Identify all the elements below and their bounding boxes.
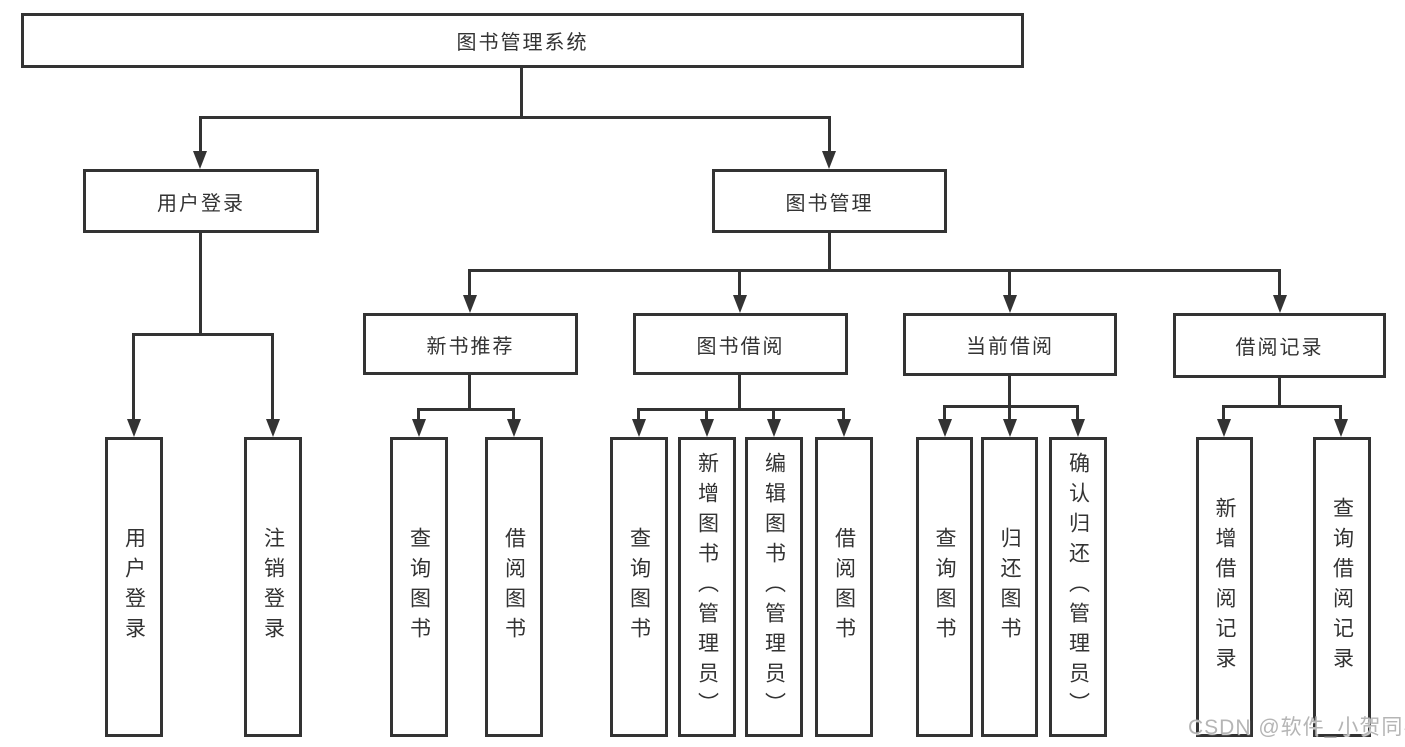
arrow-down-icon xyxy=(1071,419,1085,437)
leaf-label: 借阅图书 xyxy=(832,527,856,647)
leaf-label: 归还图书 xyxy=(998,527,1021,647)
connector-v xyxy=(772,408,775,420)
leaf-label: 新增图书（管理员） xyxy=(695,452,719,722)
connector-v xyxy=(943,405,946,420)
connector-v xyxy=(828,116,831,153)
arrow-down-icon xyxy=(507,419,521,437)
arrow-down-icon xyxy=(1334,419,1348,437)
node-user-login: 用户登录 xyxy=(83,169,319,233)
connector-v xyxy=(1278,269,1281,296)
node-label: 图书管理系统 xyxy=(456,32,589,54)
node-label: 借阅记录 xyxy=(1235,337,1324,359)
leaf-query-borrow-record: 查询借阅记录 xyxy=(1313,437,1371,737)
leaf-borrow-books: 借阅图书 xyxy=(815,437,873,737)
leaf-query-books: 查询图书 xyxy=(390,437,448,737)
leaf-logout: 注销登录 xyxy=(244,437,302,737)
connector-v xyxy=(842,408,845,420)
connector-v xyxy=(132,333,135,419)
connector-h xyxy=(468,269,1281,272)
connector-v xyxy=(705,408,708,420)
arrow-down-icon xyxy=(127,419,141,437)
connector-v xyxy=(468,269,471,296)
node-borrowing-records: 借阅记录 xyxy=(1173,313,1386,378)
arrow-down-icon xyxy=(412,419,426,437)
arrow-down-icon xyxy=(1003,295,1017,313)
connector-h xyxy=(132,333,274,336)
arrow-down-icon xyxy=(767,419,781,437)
leaf-label: 查询借阅记录 xyxy=(1330,497,1354,677)
leaf-label: 新增借阅记录 xyxy=(1213,497,1236,677)
connector-v xyxy=(271,333,274,419)
node-book-borrowing: 图书借阅 xyxy=(633,313,848,375)
connector-h xyxy=(637,408,845,411)
node-label: 新书推荐 xyxy=(426,335,515,358)
node-book-management: 图书管理 xyxy=(712,169,947,233)
connector-v xyxy=(199,116,202,153)
connector-v xyxy=(417,408,420,420)
connector-v xyxy=(520,66,523,118)
arrow-down-icon xyxy=(1273,295,1287,313)
connector-v xyxy=(637,408,640,420)
arrow-down-icon xyxy=(1003,419,1017,437)
arrow-down-icon xyxy=(632,419,646,437)
connector-h xyxy=(1222,405,1342,408)
connector-v xyxy=(828,233,831,272)
node-label: 用户登录 xyxy=(157,192,245,215)
connector-v xyxy=(468,375,471,411)
node-current-borrowing: 当前借阅 xyxy=(903,313,1117,376)
node-library-management-system: 图书管理系统 xyxy=(21,13,1024,68)
leaf-query-books: 查询图书 xyxy=(916,437,973,737)
arrow-down-icon xyxy=(193,151,207,169)
leaf-edit-book-admin: 编辑图书（管理员） xyxy=(745,437,803,737)
connector-v xyxy=(738,269,741,296)
connector-v xyxy=(1339,405,1342,420)
arrow-down-icon xyxy=(733,295,747,313)
leaf-label: 查询图书 xyxy=(407,527,431,647)
leaf-add-book-admin: 新增图书（管理员） xyxy=(678,437,736,737)
node-label: 当前借阅 xyxy=(966,336,1054,358)
arrow-down-icon xyxy=(1217,419,1231,437)
leaf-label: 查询图书 xyxy=(933,527,956,647)
connector-v xyxy=(1008,405,1011,420)
connector-v xyxy=(1278,378,1281,408)
arrow-down-icon xyxy=(837,419,851,437)
leaf-label: 编辑图书（管理员） xyxy=(762,452,786,722)
leaf-return-book: 归还图书 xyxy=(981,437,1038,737)
connector-v xyxy=(738,375,741,411)
arrow-down-icon xyxy=(266,419,280,437)
arrow-down-icon xyxy=(463,295,477,313)
leaf-borrow-books: 借阅图书 xyxy=(485,437,543,737)
leaf-confirm-return-admin: 确认归还（管理员） xyxy=(1049,437,1107,737)
connector-h xyxy=(417,408,515,411)
leaf-label: 确认归还（管理员） xyxy=(1066,452,1090,722)
connector-v xyxy=(199,233,202,335)
leaf-label: 用户登录 xyxy=(122,527,146,647)
arrow-down-icon xyxy=(700,419,714,437)
node-new-book-recommend: 新书推荐 xyxy=(363,313,578,375)
connector-v xyxy=(512,408,515,420)
connector-v xyxy=(1008,376,1011,408)
arrow-down-icon xyxy=(938,419,952,437)
connector-v xyxy=(1076,405,1079,420)
leaf-add-borrow-record: 新增借阅记录 xyxy=(1196,437,1253,737)
node-label: 图书管理 xyxy=(785,192,874,215)
arrow-down-icon xyxy=(822,151,836,169)
connector-h xyxy=(199,116,831,119)
leaf-user-login: 用户登录 xyxy=(105,437,163,737)
leaf-label: 借阅图书 xyxy=(502,527,526,647)
connector-v xyxy=(1222,405,1225,420)
connector-v xyxy=(1008,269,1011,296)
csdn-watermark: CSDN @软件_小贺同学 xyxy=(1188,716,1405,739)
leaf-label: 查询图书 xyxy=(627,527,651,647)
node-label: 图书借阅 xyxy=(696,335,785,358)
leaf-query-books: 查询图书 xyxy=(610,437,668,737)
leaf-label: 注销登录 xyxy=(261,527,285,647)
connector-h xyxy=(943,405,1079,408)
